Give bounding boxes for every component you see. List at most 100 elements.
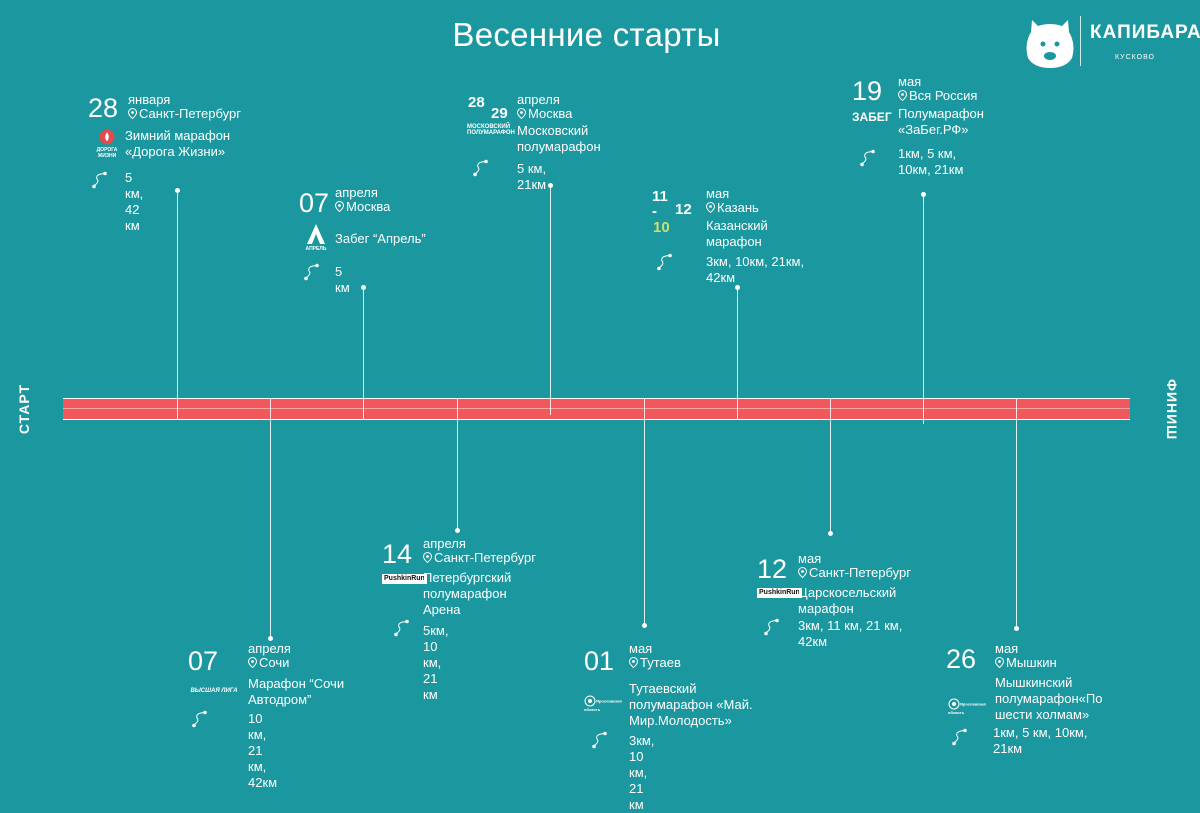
location-pin-icon	[334, 200, 345, 213]
route-icon	[592, 731, 607, 749]
event-name: Казанский марафон	[706, 218, 768, 249]
event-distance: 5 км, 42 км	[125, 170, 144, 233]
event-name: Царскосельский марафон	[798, 585, 897, 616]
event-logo: Ярославская область	[948, 698, 990, 716]
race-track	[63, 398, 1130, 420]
connector-dot	[642, 623, 647, 628]
event-day-end: 29	[491, 105, 508, 122]
event-distance: 1км, 5 км, 10км, 21км	[898, 146, 964, 177]
connector-line	[830, 398, 831, 533]
event-city-label: Санкт-Петербург	[434, 550, 536, 565]
connector-dot	[361, 285, 366, 290]
brand-subtitle: КУСКОВО	[1115, 54, 1155, 61]
connector-dot	[175, 188, 180, 193]
connector-line	[550, 185, 551, 415]
route-icon	[192, 710, 207, 728]
event-distance: 3км, 11 км, 21 км, 42км	[798, 618, 903, 649]
event-logo: ВЫСШАЯ ЛИГА	[190, 688, 238, 694]
event-logo: МОСКОВСКИЙ ПОЛУМАРАФОН	[467, 124, 515, 136]
connector-line	[270, 398, 271, 638]
location-pin-icon	[797, 566, 808, 579]
route-icon	[394, 619, 409, 637]
event-month: апреля	[517, 92, 560, 107]
event-logo: 10	[653, 220, 693, 235]
letter-a-icon	[307, 224, 325, 244]
region-emblem-icon	[948, 698, 960, 710]
event-month: апреля	[423, 536, 466, 551]
event-name: Полумарафон «ЗаБег.РФ»	[898, 106, 984, 137]
start-label: СТАРТ	[16, 383, 32, 435]
connector-dot	[735, 285, 740, 290]
event-logo: ЗАБЕГ	[852, 110, 892, 124]
event-day-start: 11 -	[652, 188, 668, 220]
event-name: Забег “Апрель”	[335, 231, 426, 246]
event-distance: 5 км, 21км	[517, 161, 547, 192]
location-pin-icon	[422, 551, 433, 564]
event-month: мая	[798, 551, 822, 566]
event-month: мая	[898, 74, 922, 89]
event-day-end: 12	[675, 201, 692, 218]
event-city-label: Москва	[346, 199, 391, 214]
connector-dot	[828, 531, 833, 536]
event-city-label: Тутаев	[640, 655, 681, 670]
event-month: мая	[706, 186, 730, 201]
event-distance: 10 км, 21 км, 42км	[248, 711, 278, 790]
flame-icon	[99, 129, 115, 145]
location-pin-icon	[127, 107, 138, 120]
connector-line	[923, 194, 924, 424]
event-city-label: Санкт-Петербург	[809, 565, 911, 580]
event-month: мая	[995, 641, 1019, 656]
route-icon	[860, 149, 875, 167]
brand-divider	[1080, 16, 1081, 66]
event-name: Зимний марафон «Дорога Жизни»	[125, 128, 231, 159]
connector-line	[737, 287, 738, 420]
event-day: 14	[382, 539, 413, 569]
event-name: Московский полумарафон	[517, 123, 601, 154]
location-pin-icon	[628, 656, 639, 669]
event-city: Мышкин	[994, 656, 1057, 670]
event-day: 07	[299, 188, 330, 218]
route-icon	[657, 253, 672, 271]
connector-line	[1016, 398, 1017, 628]
event-city-label: Москва	[528, 106, 573, 121]
event-day: 07	[188, 646, 219, 676]
event-logo: Ярославская область	[584, 695, 626, 713]
event-distance: 5км, 10 км, 21 км	[423, 623, 449, 702]
event-name: Мышкинский полумарафон«По шести холмам»	[995, 675, 1103, 722]
event-city: Санкт-Петербург	[422, 550, 536, 565]
event-city: Казань	[705, 200, 759, 215]
event-logo: PushkinRun	[382, 574, 427, 584]
event-day-start: 28	[468, 94, 485, 111]
event-city-label: Казань	[717, 200, 759, 215]
event-day: 26	[946, 644, 977, 674]
event-distance: 3км, 10 км, 21 км	[629, 733, 655, 812]
event-city: Сочи	[247, 656, 289, 670]
connector-dot	[548, 183, 553, 188]
capybara-icon	[1026, 20, 1074, 68]
route-icon	[764, 618, 779, 636]
event-distance: 5 км	[335, 264, 350, 295]
event-city: Москва	[516, 106, 573, 121]
brand-name: КАПИБАРА	[1090, 22, 1200, 43]
route-icon	[304, 263, 319, 281]
event-month: мая	[629, 641, 653, 656]
route-icon	[952, 728, 967, 746]
event-distance: 3км, 10км, 21км, 42км	[706, 254, 805, 285]
event-logo-text: 10	[653, 219, 670, 236]
event-logo-text: ДОРОГА ЖИЗНИ	[96, 147, 118, 159]
event-logo-text: АПРЕЛЬ	[305, 246, 327, 252]
connector-line	[644, 398, 645, 625]
location-pin-icon	[516, 107, 527, 120]
event-day: 28	[88, 93, 119, 123]
connector-line	[363, 287, 364, 420]
connector-dot	[1014, 626, 1019, 631]
page-title: Весенние старты	[452, 16, 721, 53]
track-lane	[63, 408, 1130, 409]
event-name: Петербургский полумарафон Арена	[423, 570, 512, 617]
brand-logo: КАПИБАРА КУСКОВО	[1020, 14, 1200, 70]
event-name: Тутаевский полумарафон «Май. Мир.Молодос…	[629, 681, 753, 728]
connector-dot	[268, 636, 273, 641]
event-distance: 1км, 5 км, 10км, 21км	[993, 725, 1088, 756]
location-pin-icon	[897, 89, 908, 102]
event-city: Вся Россия	[897, 89, 977, 103]
